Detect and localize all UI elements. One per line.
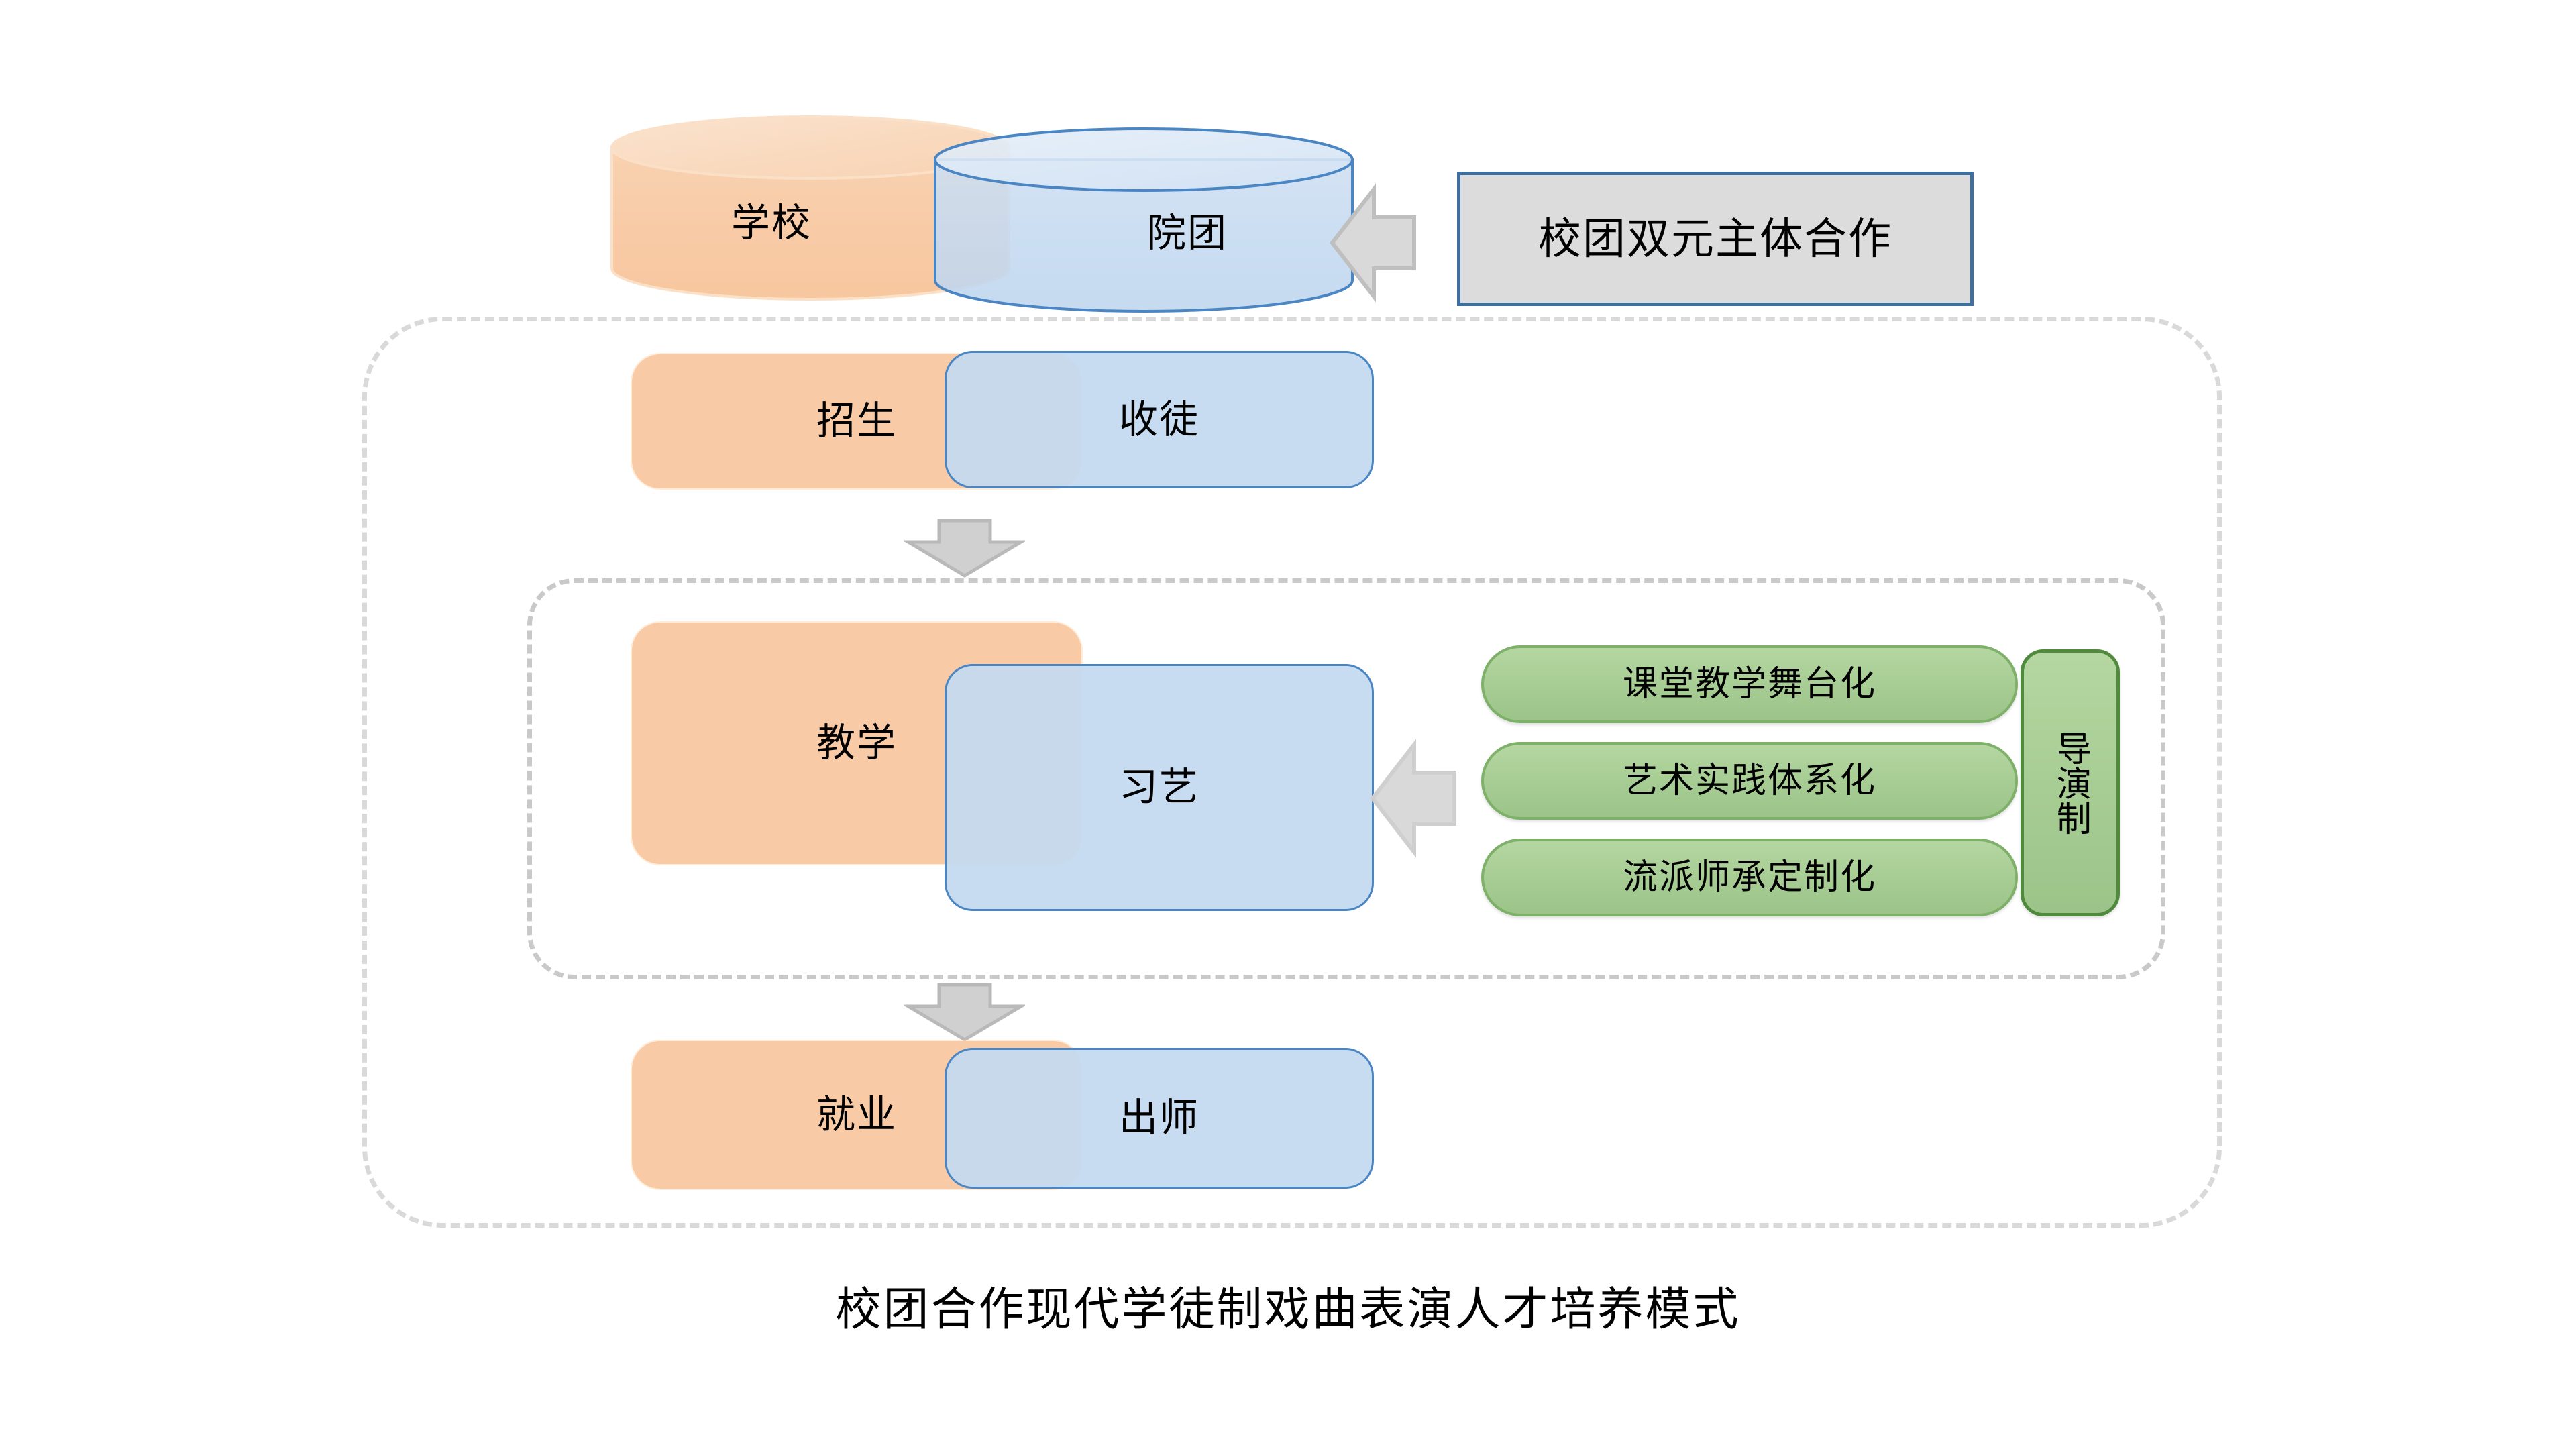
troupe-label: 院团 [1146, 211, 1228, 255]
teaching-feature-pill-3: 流派师承定制化 [1481, 839, 2018, 916]
arrow-down-icon-2 [904, 982, 1025, 1042]
diagram-caption: 校团合作现代学徒制戏曲表演人才培养模式 [835, 1284, 1741, 1335]
teaching-dashed-frame [527, 578, 2165, 979]
school-label: 学校 [731, 201, 812, 245]
director-system-box: 导演制 [2021, 649, 2120, 916]
arrow-down-icon-1 [904, 518, 1025, 578]
admission-school-label: 招生 [816, 399, 897, 443]
director-system-label: 导演制 [2051, 731, 2090, 835]
employment-school-label: 就业 [816, 1093, 897, 1136]
teaching-feature-label-2: 艺术实践体系化 [1622, 761, 1876, 800]
teaching-school-label: 教学 [816, 721, 897, 765]
arrow-left-icon-2 [1370, 731, 1457, 865]
outer-dashed-frame [362, 317, 2222, 1228]
teaching-troupe-label: 习艺 [1118, 765, 1199, 809]
admission-troupe-label: 收徒 [1118, 397, 1199, 441]
admission-troupe-box: 收徒 [945, 351, 1374, 488]
teaching-feature-label-1: 课堂教学舞台化 [1622, 665, 1876, 704]
teaching-troupe-box: 习艺 [945, 664, 1374, 911]
cooperation-callout-label: 校团双元主体合作 [1538, 215, 1892, 263]
arrow-left-icon [1330, 176, 1417, 310]
employment-troupe-box: 出师 [945, 1048, 1374, 1189]
cooperation-callout: 校团双元主体合作 [1457, 172, 1974, 306]
troupe-cylinder [932, 127, 1355, 315]
teaching-feature-pill-1: 课堂教学舞台化 [1481, 645, 2018, 723]
teaching-feature-pill-2: 艺术实践体系化 [1481, 742, 2018, 820]
employment-troupe-label: 出师 [1118, 1096, 1199, 1140]
teaching-feature-label-3: 流派师承定制化 [1622, 858, 1876, 897]
